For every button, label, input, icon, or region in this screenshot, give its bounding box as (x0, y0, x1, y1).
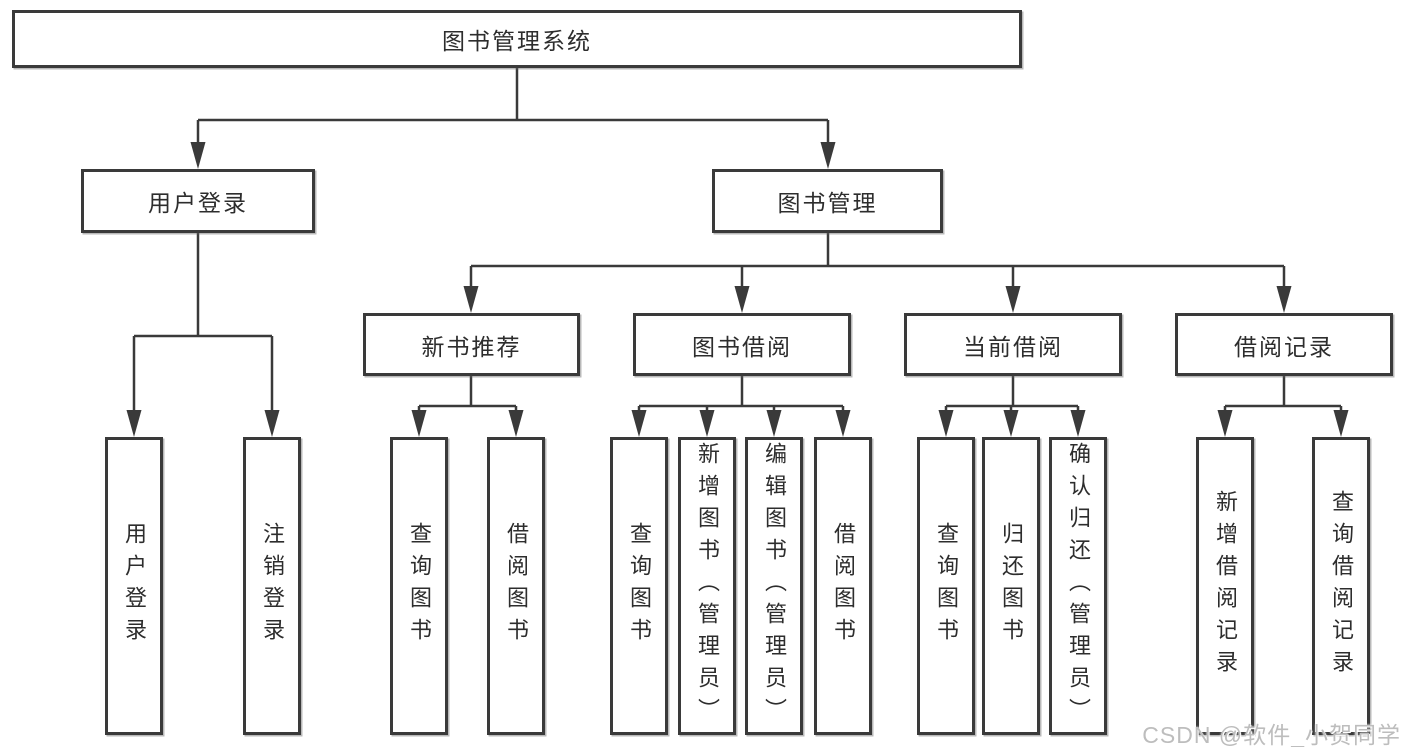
csdn-watermark: CSDN @软件_小贺同学 (1142, 722, 1401, 747)
leaf-logout: 注销登录 (243, 437, 301, 735)
node-library-management-system: 图书管理系统 (12, 10, 1022, 68)
leaf-label: 查询图书 (407, 522, 432, 650)
node-new-book-recommend: 新书推荐 (363, 313, 580, 376)
leaf-label: 编辑图书（管理员） (762, 442, 787, 730)
node-label: 用户登录 (148, 190, 248, 216)
leaf-add-books-admin: 新增图书（管理员） (678, 437, 736, 735)
leaf-edit-books-admin: 编辑图书（管理员） (745, 437, 803, 735)
node-borrowing-records: 借阅记录 (1175, 313, 1393, 376)
leaf-query-books-recommend: 查询图书 (390, 437, 448, 735)
leaf-label: 查询图书 (934, 522, 959, 650)
node-label: 新书推荐 (421, 333, 522, 360)
leaf-label: 注销登录 (260, 522, 285, 650)
leaf-query-books-borrowing: 查询图书 (610, 437, 668, 735)
node-book-borrowing: 图书借阅 (633, 313, 851, 376)
leaf-borrow-books-borrowing: 借阅图书 (814, 437, 872, 735)
leaf-label: 借阅图书 (831, 522, 856, 650)
node-label: 图书借阅 (692, 333, 792, 360)
leaf-return-books: 归还图书 (982, 437, 1040, 735)
leaf-user-login: 用户登录 (105, 437, 163, 735)
node-label: 图书管理系统 (442, 28, 592, 54)
node-current-borrowing: 当前借阅 (904, 313, 1122, 376)
leaf-label: 确认归还（管理员） (1066, 442, 1091, 730)
leaf-label: 查询图书 (627, 522, 652, 650)
leaf-borrow-books-recommend: 借阅图书 (487, 437, 545, 735)
leaf-add-borrow-record: 新增借阅记录 (1196, 437, 1254, 735)
node-book-management: 图书管理 (712, 169, 943, 233)
leaf-label: 新增图书（管理员） (695, 442, 720, 730)
node-label: 图书管理 (777, 190, 878, 216)
leaf-label: 归还图书 (999, 522, 1024, 650)
leaf-label: 用户登录 (122, 522, 147, 650)
node-label: 借阅记录 (1234, 333, 1334, 360)
arrowheads (126, 142, 1349, 437)
leaf-label: 借阅图书 (504, 522, 529, 650)
leaf-confirm-return-admin: 确认归还（管理员） (1049, 437, 1107, 735)
node-label: 当前借阅 (963, 333, 1063, 360)
leaf-label: 新增借阅记录 (1213, 490, 1238, 682)
leaf-query-borrow-record: 查询借阅记录 (1312, 437, 1370, 735)
node-user-login: 用户登录 (81, 169, 315, 233)
leaf-label: 查询借阅记录 (1329, 490, 1354, 682)
leaf-query-books-current: 查询图书 (917, 437, 975, 735)
